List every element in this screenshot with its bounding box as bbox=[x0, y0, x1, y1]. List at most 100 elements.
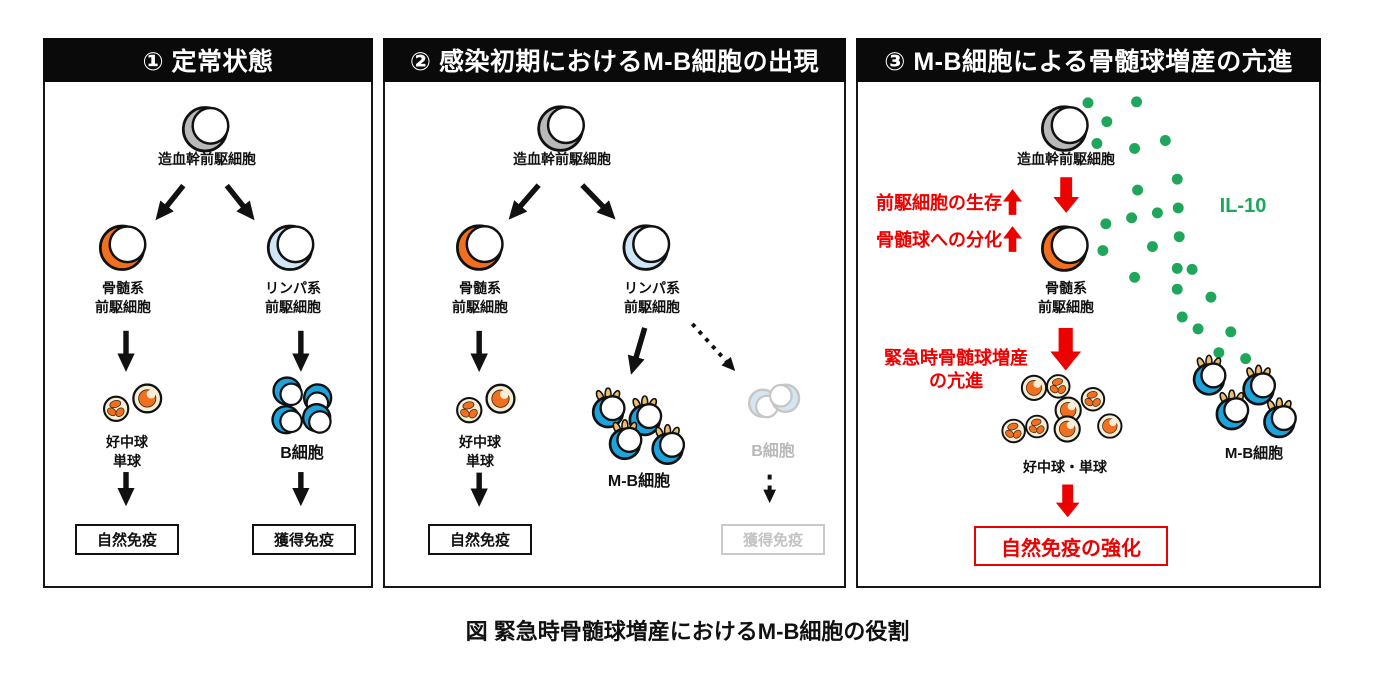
neutrophil-monocyte-label: 好中球 単球 bbox=[106, 434, 148, 469]
il10-dot bbox=[1132, 184, 1144, 196]
arrow-hsc-to-lymphoid bbox=[580, 183, 616, 220]
il10-dot bbox=[1172, 202, 1184, 214]
il10-dot bbox=[1129, 271, 1141, 283]
panel-early-infection: ② 感染初期におけるM-B細胞の出現 造血幹前駆細胞 骨髄系 前駆細胞 リンパ系… bbox=[383, 38, 846, 588]
red-arrow-hsc-to-myeloid bbox=[1053, 177, 1080, 213]
differentiation-note: 骨髄球への分化 bbox=[864, 226, 1022, 252]
neutrophil-icon bbox=[1025, 414, 1049, 439]
panel1-art bbox=[98, 106, 339, 507]
il10-dot bbox=[1082, 97, 1094, 109]
mb-cell-icon bbox=[1263, 397, 1298, 439]
mb-cell-label: M-B細胞 bbox=[1224, 445, 1284, 462]
red-arrow-to-innate-boost bbox=[1055, 484, 1080, 518]
hsc-label: 造血幹前駆細胞 bbox=[158, 151, 256, 167]
neutrophil-icon bbox=[1046, 374, 1071, 399]
lymphoid-label: リンパ系 前駆細胞 bbox=[624, 280, 680, 315]
survival-note: 前駆細胞の生存 bbox=[864, 189, 1022, 215]
mb-cell-icon bbox=[1192, 354, 1227, 396]
il10-dot bbox=[1101, 116, 1113, 128]
il10-dot bbox=[1151, 207, 1163, 219]
arrow-hsc-to-myeloid bbox=[155, 183, 186, 221]
il10-dot bbox=[1097, 245, 1109, 256]
il10-dot bbox=[1129, 142, 1141, 154]
il10-dot bbox=[1171, 173, 1183, 185]
monocyte-icon bbox=[485, 383, 516, 414]
panel2-art bbox=[455, 105, 803, 507]
hsc-label: 造血幹前駆細胞 bbox=[513, 151, 611, 167]
il10-dot bbox=[1225, 326, 1237, 338]
emergency-myelopoiesis-label: 緊急時骨髄球増産 の亢進 bbox=[884, 348, 1028, 391]
neutrophil-icon bbox=[456, 396, 483, 424]
neutrophil-icon bbox=[1001, 418, 1026, 444]
myeloid-progenitor-icon bbox=[455, 224, 504, 271]
il10-dot bbox=[1240, 353, 1252, 365]
mb-cell-icon bbox=[1215, 389, 1250, 431]
panel-steady-state: ① 定常状態 造血幹前駆細胞 骨髄系 前駆細胞 リンパ系 前駆細胞 好中球 単球… bbox=[43, 38, 373, 588]
panel3-art bbox=[1001, 96, 1298, 518]
mb-cell-icon bbox=[591, 387, 626, 429]
faded-b-cell-label: B細胞 bbox=[751, 443, 795, 460]
survival-note-text: 前駆細胞の生存 bbox=[876, 193, 1002, 213]
panel1-header: ① 定常状態 bbox=[43, 38, 373, 82]
hsc-cell-icon bbox=[181, 106, 230, 153]
hsc-label: 造血幹前駆細胞 bbox=[1017, 151, 1115, 167]
red-up-arrow-icon bbox=[1003, 226, 1022, 252]
acquired-immunity-box: 獲得免疫 bbox=[252, 524, 356, 555]
monocyte-icon bbox=[1053, 415, 1081, 443]
il10-dot bbox=[1100, 218, 1112, 230]
arrow-hsc-to-myeloid bbox=[508, 183, 541, 220]
il10-dot bbox=[1176, 311, 1188, 323]
il10-dot bbox=[1173, 231, 1185, 243]
mb-cell-icon bbox=[651, 424, 686, 466]
mb-cell-icon bbox=[608, 419, 643, 461]
innate-immunity-box: 自然免疫 bbox=[75, 524, 179, 555]
il10-dot bbox=[1171, 283, 1183, 295]
monocyte-icon bbox=[1097, 413, 1123, 439]
lymphoid-label: リンパ系 前駆細胞 bbox=[265, 280, 321, 315]
neutrophil-monocyte-label: 好中球 単球 bbox=[459, 434, 501, 469]
neutrophil-monocyte-label: 好中球・単球 bbox=[1023, 459, 1107, 475]
il10-dots bbox=[1082, 96, 1252, 365]
il10-dot bbox=[1186, 263, 1198, 275]
red-arrow-myeloid-down bbox=[1050, 327, 1082, 371]
il10-dot bbox=[1192, 323, 1204, 335]
il10-dot bbox=[1213, 347, 1225, 359]
il10-dot bbox=[1171, 262, 1183, 274]
myeloid-label: 骨髄系 前駆細胞 bbox=[452, 280, 508, 315]
myeloid-progenitor-icon bbox=[1041, 225, 1089, 272]
hsc-cell-icon bbox=[537, 105, 586, 152]
myeloid-label: 骨髄系 前駆細胞 bbox=[95, 280, 151, 315]
panel3-title: ③ M-B細胞による骨髄球増産の亢進 bbox=[884, 48, 1293, 76]
il10-dot bbox=[1159, 135, 1171, 146]
dashed-arrow-lymphoid-to-bcell bbox=[690, 322, 736, 372]
lymphoid-progenitor-icon bbox=[622, 224, 671, 271]
myeloid-progenitor-icon bbox=[98, 224, 147, 271]
panel-mb-enhancement: ③ M-B細胞による骨髄球増産の亢進 造血幹前駆細胞 前駆細胞の生存 bbox=[856, 38, 1321, 588]
panel3-header: ③ M-B細胞による骨髄球増産の亢進 bbox=[856, 38, 1321, 82]
arrow-lymphoid-to-mb bbox=[627, 327, 648, 375]
b-cell-icon bbox=[267, 400, 307, 439]
lymphoid-progenitor-icon bbox=[266, 224, 315, 271]
mb-cell-label: M-B細胞 bbox=[607, 473, 671, 490]
panel2-header: ② 感染初期におけるM-B細胞の出現 bbox=[383, 38, 846, 82]
arrow-hsc-to-lymphoid bbox=[224, 183, 255, 221]
monocyte-icon bbox=[132, 383, 163, 414]
differentiation-note-text: 骨髄球への分化 bbox=[876, 230, 1002, 250]
mb-cell-icon bbox=[1242, 364, 1277, 406]
b-cell-icon bbox=[272, 376, 303, 407]
b-cell-label: B細胞 bbox=[280, 445, 324, 462]
il10-dot bbox=[1205, 291, 1217, 303]
il10-label: IL-10 bbox=[1219, 195, 1267, 217]
panel2-title: ② 感染初期におけるM-B細胞の出現 bbox=[409, 48, 820, 76]
il10-dot bbox=[1146, 241, 1158, 253]
faded-acquired-immunity-box: 獲得免疫 bbox=[721, 524, 825, 555]
il10-dot bbox=[1091, 138, 1103, 149]
il10-dot bbox=[1131, 96, 1143, 108]
figure-caption: 図 緊急時骨髄球増産におけるM-B細胞の役割 bbox=[465, 619, 910, 644]
panel1-title: ① 定常状態 bbox=[142, 48, 274, 76]
neutrophil-icon bbox=[1080, 387, 1106, 412]
innate-boost-box: 自然免疫の強化 bbox=[974, 526, 1168, 566]
myeloid-label: 骨髄系 前駆細胞 bbox=[1038, 280, 1094, 315]
innate-immunity-box: 自然免疫 bbox=[428, 524, 532, 555]
